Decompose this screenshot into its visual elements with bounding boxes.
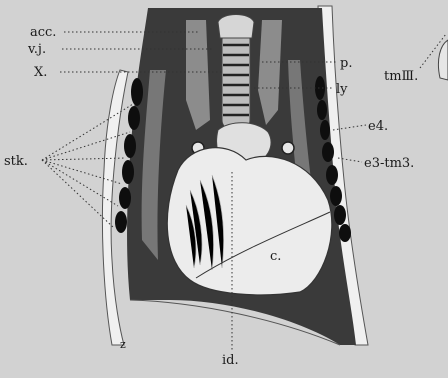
label-tm3: tmⅢ. <box>384 69 418 84</box>
label-z: z <box>120 338 126 351</box>
left-rib <box>124 134 136 158</box>
right-rib <box>330 186 342 206</box>
left-rib <box>119 187 131 209</box>
label-stk: stk. <box>4 154 28 169</box>
label-vj: v.j. <box>27 42 46 57</box>
left-rib <box>115 211 127 233</box>
larynx <box>218 15 254 39</box>
ganglion-right <box>282 142 294 154</box>
right-rib <box>320 120 330 140</box>
trachea <box>222 30 250 130</box>
label-id: id. <box>222 353 239 368</box>
right-rib <box>317 100 327 120</box>
label-acc: acc. <box>30 25 56 40</box>
right-rib <box>326 165 338 185</box>
left-rib <box>128 106 140 130</box>
label-e4: e4. <box>368 119 388 134</box>
label-ly: ly <box>336 82 348 97</box>
left-rib <box>131 78 143 106</box>
right-rib <box>322 142 334 162</box>
label-p: p. <box>340 56 352 71</box>
label-x: X. <box>34 65 47 80</box>
left-rib <box>122 160 134 184</box>
label-e3tm3: e3-tm3. <box>364 156 414 171</box>
right-rib <box>334 205 346 225</box>
label-c: c. <box>270 249 281 264</box>
right-rib <box>339 224 351 242</box>
